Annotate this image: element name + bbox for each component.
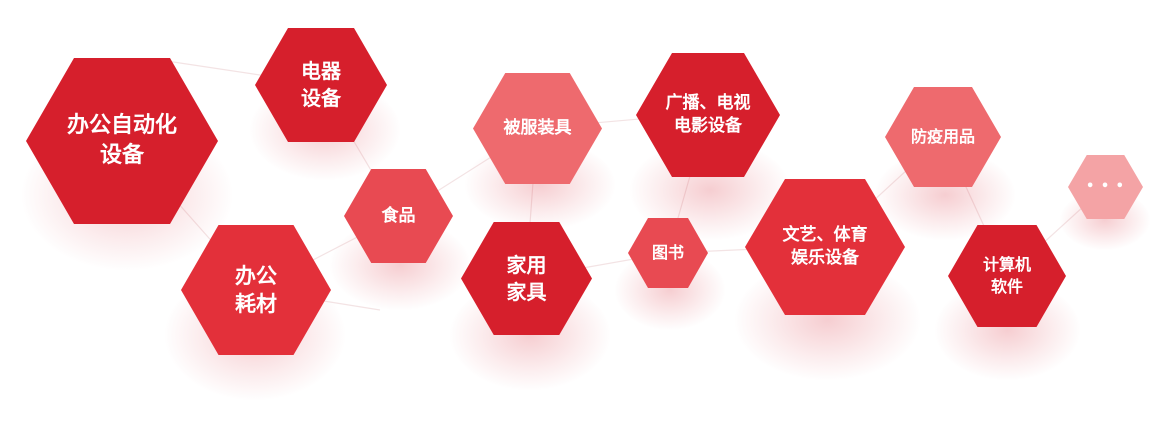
hex-electrical-equipment[interactable]: 电器 设备 (255, 28, 387, 142)
hex-label: 家用 家具 (506, 252, 547, 304)
hex-label: 办公 耗材 (235, 263, 277, 316)
hex-label: 防疫用品 (910, 127, 975, 147)
more-button[interactable]: • • • (1068, 155, 1143, 219)
hex-label: 办公自动化 设备 (66, 113, 177, 168)
hex-label: 电器 设备 (301, 59, 341, 110)
hex-office-automation-equipment[interactable]: 办公自动化 设备 (26, 58, 218, 224)
hex-label: 文艺、体育 娱乐设备 (782, 225, 868, 268)
hex-bedding-uniforms[interactable]: 被服装具 (473, 73, 602, 184)
hex-label: 广播、电视 电影设备 (665, 93, 751, 136)
hex-arts-sports-entertainment-equipment[interactable]: 文艺、体育 娱乐设备 (745, 179, 905, 315)
hex-label: 食品 (381, 205, 416, 226)
more-dots-icon: • • • (1086, 179, 1125, 195)
hex-label: 图书 (651, 243, 684, 263)
hex-label: 计算机 软件 (982, 255, 1031, 296)
hex-label: 被服装具 (503, 118, 572, 139)
